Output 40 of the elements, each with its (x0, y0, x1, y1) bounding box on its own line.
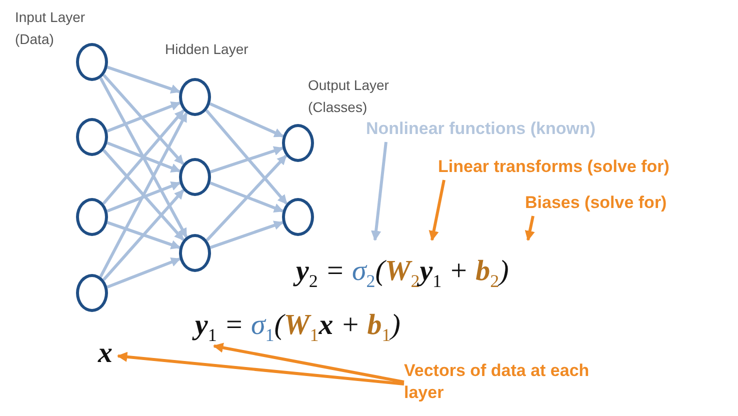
neuron-circle (282, 124, 314, 162)
neuron-circle (76, 118, 108, 156)
connection-arrow (106, 66, 180, 94)
neuron-circle (179, 234, 211, 272)
annotation-text: Nonlinear functions (known) (366, 118, 666, 142)
connection-arrow (102, 149, 185, 241)
connection-arrow (106, 102, 181, 132)
connection-arrow (210, 182, 284, 212)
pointer-arrow (370, 142, 388, 242)
layer-label: Output Layer (Classes) (308, 76, 390, 117)
connection-arrow (102, 74, 184, 165)
variable-label: x (98, 342, 118, 370)
neuron-circle (76, 198, 108, 236)
neuron-circle (282, 198, 314, 236)
neuron-circle (76, 274, 108, 312)
connection-arrow (210, 220, 284, 250)
neuron-circle (76, 43, 108, 81)
pointer-arrow (116, 352, 404, 386)
connection-arrow (99, 77, 188, 238)
neuron-circle (179, 78, 211, 116)
annotation-text: Linear transforms (solve for) (438, 156, 738, 180)
connection-arrow (106, 258, 181, 288)
layer-label: Input Layer (Data) (15, 8, 86, 49)
connection-arrow (106, 142, 181, 172)
connection-arrow (99, 112, 188, 278)
connection-arrow (210, 146, 284, 174)
connection-arrow (206, 154, 288, 242)
connection-arrow (209, 102, 284, 138)
connection-arrow (205, 109, 288, 205)
pointer-arrow (213, 342, 404, 384)
pointer-arrow (428, 180, 446, 241)
connection-arrow (102, 109, 185, 205)
annotation-text: Vectors of data at each layer (404, 360, 594, 412)
connection-arrow (106, 220, 181, 250)
pointer-arrow (524, 216, 535, 241)
neuron-circle (179, 158, 211, 196)
connection-arrow (106, 182, 181, 212)
layer-label: Hidden Layer (165, 40, 250, 59)
connection-arrow (102, 189, 185, 281)
annotation-text: Biases (solve for) (525, 192, 715, 216)
